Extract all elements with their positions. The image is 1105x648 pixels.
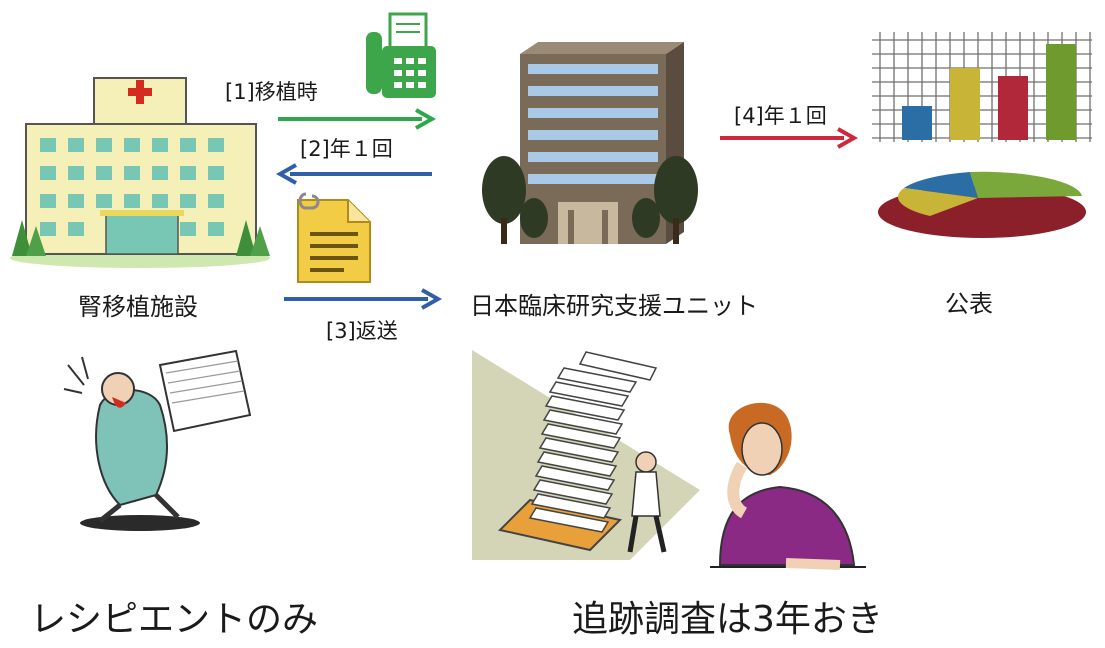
- flow-3-arrow: [282, 288, 442, 310]
- fax-icon: [360, 12, 440, 102]
- chart-icon: [870, 30, 1094, 250]
- flow-4-label: [4]年１回: [734, 104, 827, 128]
- document-icon: [292, 192, 378, 286]
- unit-label: 日本臨床研究支援ユニット: [470, 292, 758, 320]
- flow-2-arrow: [276, 163, 436, 185]
- flow-2-label: [2]年１回: [300, 137, 393, 161]
- paper-stack-icon: [470, 340, 710, 580]
- flow-4-arrow: [718, 127, 858, 149]
- tired-woman-icon: [690, 395, 870, 575]
- flow-3-label: [3]返送: [326, 319, 398, 343]
- flow-1-label: [1]移植時: [225, 80, 318, 104]
- caption-follow-up: 追跡調査は3年おき: [572, 599, 883, 640]
- running-man-icon: [60, 345, 260, 545]
- hospital-icon: [8, 70, 273, 270]
- hospital-label: 腎移植施設: [78, 293, 198, 321]
- flow-1-arrow: [276, 108, 436, 130]
- caption-recipients-only: レシピエントのみ: [30, 599, 319, 640]
- office-building-icon: [476, 40, 706, 250]
- publication-label: 公表: [945, 290, 993, 318]
